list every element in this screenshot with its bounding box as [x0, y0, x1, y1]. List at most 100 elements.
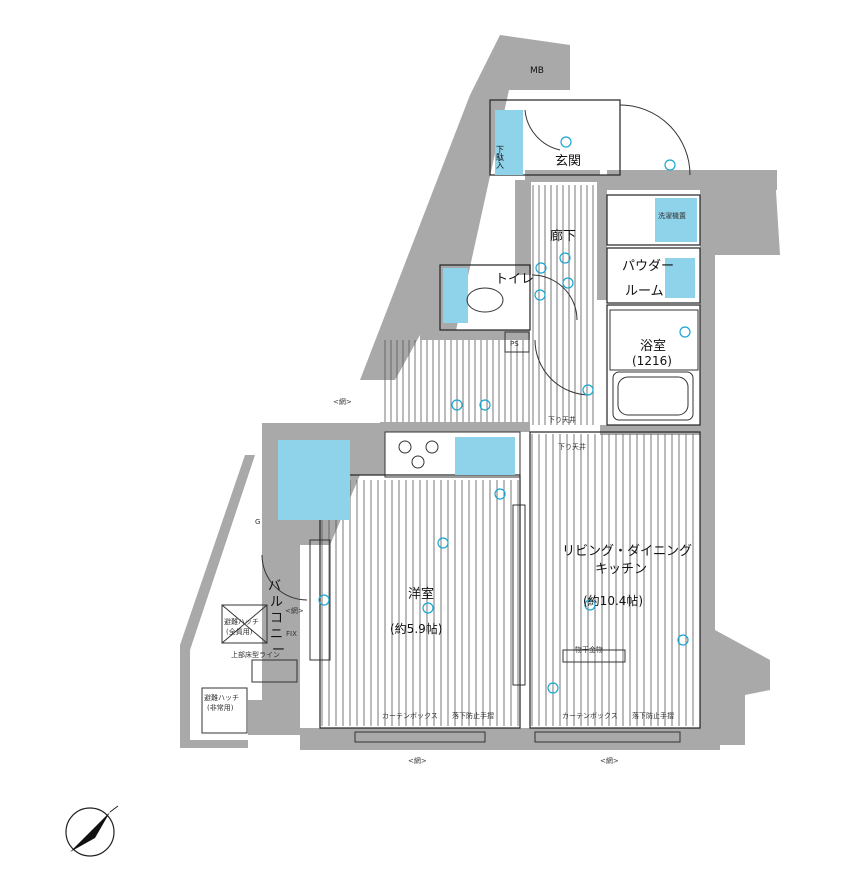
label-western: 洋室 — [408, 586, 434, 602]
ldk-column — [512, 504, 526, 686]
outlet-entry-door — [664, 159, 676, 171]
label-evac-1b: (全員用) — [226, 627, 253, 636]
label-ldk-2: キッチン — [595, 562, 647, 577]
entrance-door-swing-2 — [524, 109, 561, 151]
label-balcony-3: コ — [270, 611, 283, 626]
wall-bottom — [300, 728, 720, 750]
label-hanger: 物干金物 — [575, 645, 603, 654]
label-powder-2: ルーム — [625, 284, 664, 299]
window-western — [354, 731, 486, 743]
upper-floor-box — [251, 659, 298, 683]
outline-western — [319, 474, 521, 729]
label-fall-guard-1: 落下防止手摺 — [452, 711, 494, 720]
outlet-kitchen-3 — [494, 488, 506, 500]
bath-floor — [609, 309, 699, 371]
storage-shelves — [278, 440, 350, 520]
label-fall-guard-2: 落下防止手摺 — [632, 711, 674, 720]
wall-right — [700, 175, 780, 745]
label-shoe-storage: 下駄入 — [496, 145, 505, 169]
walls — [180, 35, 780, 750]
bathtub-inner — [617, 376, 689, 416]
outlet-ldk-2 — [584, 599, 596, 611]
label-lowered-ceiling-2: 下り天井 — [558, 442, 586, 451]
label-net-2: <網> — [285, 606, 304, 615]
evac-hatch-2 — [201, 687, 248, 734]
washing-machine-pan — [655, 198, 697, 242]
wall-toilet-bottom — [420, 330, 530, 340]
wall-entrance-divider — [525, 170, 600, 182]
outlet-corridor-3 — [535, 262, 547, 274]
labels: MB 下駄入 玄関 廊下 トイレ 洗濯機置 パウダー ルーム 浴室 (1216)… — [204, 66, 692, 765]
outlet-corridor-2 — [562, 277, 574, 289]
label-washing-machine: 洗濯機置 — [658, 211, 686, 220]
flooring — [321, 185, 694, 726]
outlet-kitchen-1 — [451, 399, 463, 411]
ldk-door-swing — [534, 339, 591, 396]
powder-sink — [665, 258, 695, 298]
label-bathroom-size: (1216) — [632, 354, 672, 368]
label-bathroom: 浴室 — [640, 338, 666, 354]
outlet-ldk-4 — [547, 682, 559, 694]
outline-toilet — [439, 264, 531, 331]
label-ldk-size: (約10.4帖) — [583, 593, 643, 608]
label-ldk-1: リビング・ダイニング — [562, 544, 692, 559]
entrance-door-swing — [619, 104, 691, 176]
window-ldk — [534, 731, 681, 743]
kitchen-sink — [455, 437, 515, 475]
label-corridor: 廊下 — [550, 228, 576, 244]
wall-bath-left — [597, 175, 607, 300]
compass-icon — [65, 805, 119, 857]
toilet-door-swing — [531, 274, 578, 321]
label-balcony-1: バ — [268, 579, 281, 594]
wall-mb-top — [495, 35, 570, 90]
wall-balcony-outline — [180, 455, 255, 748]
balcony-door-swing — [261, 554, 308, 601]
label-balcony-4: ニ — [270, 627, 283, 642]
label-upper-floor-line: 上部床型ライン — [231, 650, 280, 659]
outlet-kitchen-2 — [479, 399, 491, 411]
evac-hatch-1 — [221, 604, 268, 644]
label-mb: MB — [530, 66, 544, 76]
outline-ldk — [529, 431, 701, 729]
outline-bath — [606, 304, 701, 426]
label-western-size: (約5.9帖) — [390, 621, 442, 636]
outline-powder — [606, 247, 701, 304]
outlet-entrance — [560, 136, 572, 148]
label-curtain-box-1: カーテンボックス — [382, 712, 438, 720]
outline-entrance — [489, 99, 621, 176]
label-fix: FIX — [286, 630, 297, 638]
wall-corridor-left — [515, 180, 531, 275]
hanger-bar — [562, 649, 626, 663]
room-outlines — [319, 99, 701, 729]
outlet-western-3 — [318, 594, 330, 606]
outlet-ldk-3 — [677, 634, 689, 646]
toilet-bowl — [466, 287, 504, 313]
label-curtain-box-2: カーテンボックス — [562, 712, 618, 720]
outlet-corridor-1 — [559, 252, 571, 264]
wall-kitchen-top — [380, 422, 530, 432]
stove-burner-1 — [398, 440, 412, 454]
label-net-1: <網> — [333, 397, 352, 406]
outlet-toilet — [534, 289, 546, 301]
ps-box — [504, 331, 530, 353]
stove-burner-2 — [425, 440, 439, 454]
label-toilet: トイレ — [495, 272, 534, 287]
label-net-4: <網> — [600, 756, 619, 765]
label-balcony-2: ル — [270, 595, 283, 610]
label-balcony-5: ー — [272, 643, 285, 658]
outline-wash — [606, 194, 701, 246]
label-g: G — [255, 518, 260, 526]
label-lowered-ceiling-1: 下り天井 — [548, 415, 576, 424]
label-net-3: <網> — [408, 756, 427, 765]
evac-hatch-1-x2 — [221, 604, 268, 644]
toilet-tank — [443, 268, 468, 323]
label-powder-1: パウダー — [622, 259, 674, 274]
wall-diagonal — [360, 35, 520, 380]
outlet-western-2 — [422, 602, 434, 614]
label-evac-1a: 避難ハッチ — [224, 617, 259, 626]
label-ps: PS — [510, 340, 519, 348]
outlet-bath — [679, 326, 691, 338]
wall-bath-bottom — [600, 425, 700, 435]
bathtub — [612, 371, 694, 421]
